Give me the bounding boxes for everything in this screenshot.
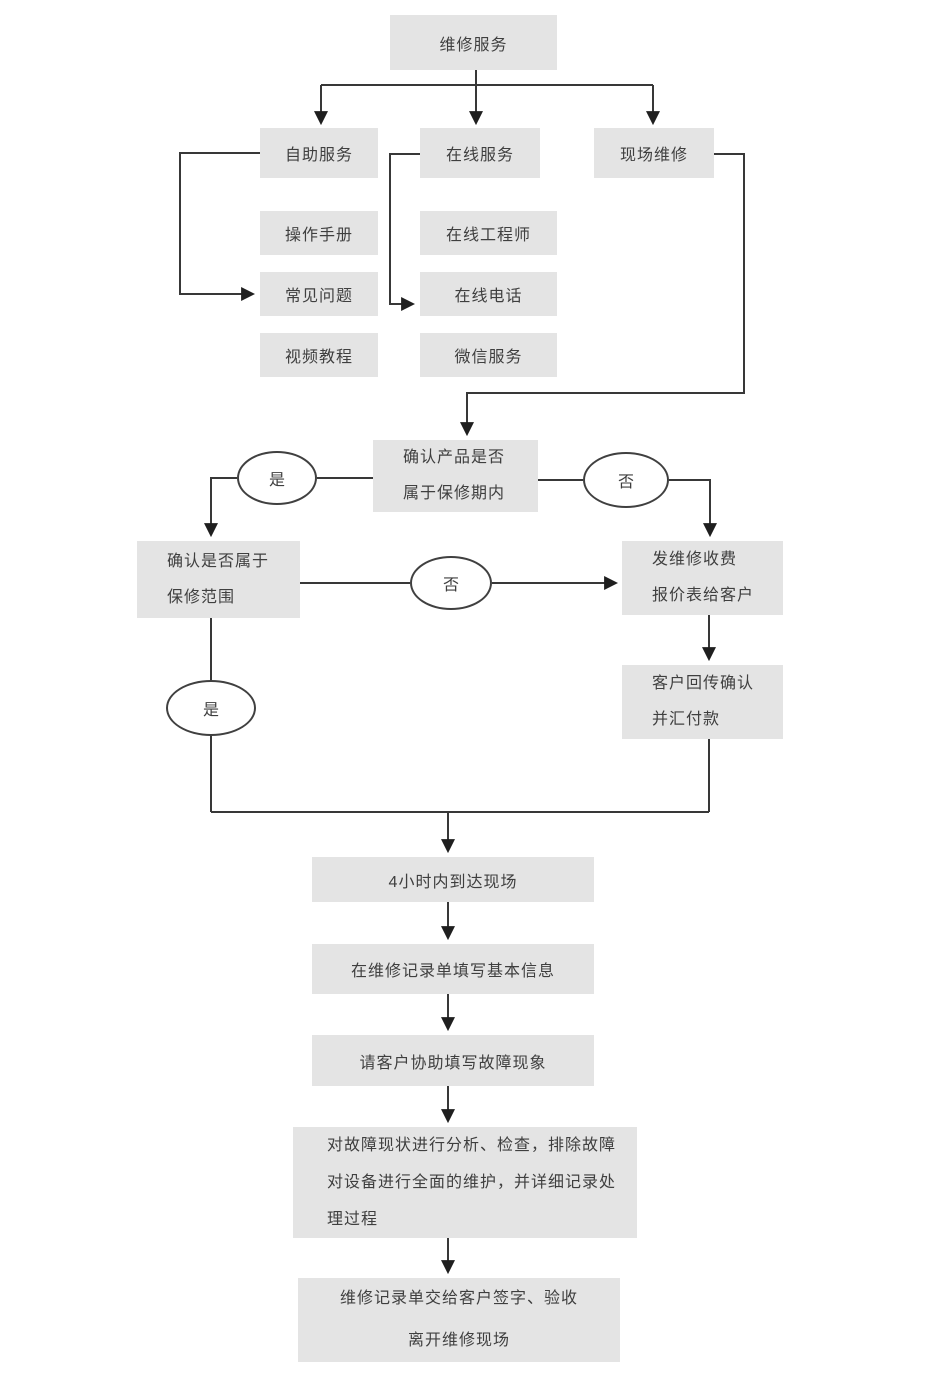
node-confirm-warranty-period: 确认产品是否 属于保修期内 [373, 440, 538, 512]
node-line: 确认是否属于 [167, 552, 270, 570]
decision-yes-2: 是 [166, 680, 256, 736]
node-line: 并汇付款 [652, 711, 721, 728]
node-line: 维修记录单交给客户签字、验收 [339, 1290, 578, 1307]
node-online-phone: 在线电话 [420, 272, 557, 316]
connector-yes1-to-confirm-scope [204, 477, 237, 538]
connector-online-service-to-phone [389, 153, 420, 311]
node-line: 确认产品是否 [403, 449, 506, 466]
decision-yes-1: 是 [237, 451, 317, 505]
connector-self-service-to-faq [179, 152, 260, 301]
decision-label: 否 [442, 577, 459, 594]
node-arrive-onsite: 4小时内到达现场 [312, 857, 594, 902]
node-signoff-and-leave: 维修记录单交给客户签字、验收 离开维修现场 [298, 1278, 620, 1362]
node-online-service: 在线服务 [420, 128, 540, 178]
node-line: 报价表给客户 [652, 587, 755, 604]
node-line: 发维修收费 [652, 551, 738, 568]
node-line: 离开维修现场 [407, 1332, 510, 1349]
connector-no1-to-quote [669, 479, 717, 538]
node-fill-basic-info: 在维修记录单填写基本信息 [312, 944, 594, 994]
node-customer-payment: 客户回传确认 并汇付款 [622, 665, 783, 739]
decision-label: 是 [202, 702, 219, 719]
node-line: 保修范围 [167, 588, 236, 606]
node-wechat-service: 微信服务 [420, 333, 557, 377]
node-line: 理过程 [327, 1211, 379, 1228]
node-operation-manual: 操作手册 [260, 211, 378, 255]
node-self-service: 自助服务 [260, 128, 378, 178]
node-send-quotation: 发维修收费 报价表给客户 [622, 541, 783, 615]
decision-label: 是 [268, 472, 285, 489]
node-video-tutorial: 视频教程 [260, 333, 378, 377]
node-online-engineer: 在线工程师 [420, 211, 557, 255]
node-line: 属于保修期内 [403, 485, 506, 502]
connector-onsite-repair-to-confirm-period [460, 153, 745, 437]
node-line: 客户回传确认 [652, 675, 755, 692]
decision-no-2: 否 [410, 556, 492, 610]
node-line: 对设备进行全面的维护，并详细记录处 [327, 1174, 617, 1191]
decision-no-1: 否 [583, 452, 669, 508]
node-line: 对故障现状进行分析、检查，排除故障 [327, 1137, 617, 1154]
node-onsite-repair: 现场维修 [594, 128, 714, 178]
node-faq: 常见问题 [260, 272, 378, 316]
node-confirm-warranty-scope: 确认是否属于 保修范围 [137, 541, 300, 618]
node-customer-fill-fault: 请客户协助填写故障现象 [312, 1035, 594, 1086]
node-analyze-and-maintain: 对故障现状进行分析、检查，排除故障 对设备进行全面的维护，并详细记录处 理过程 [293, 1127, 637, 1238]
node-repair-service: 维修服务 [390, 15, 557, 70]
decision-label: 否 [617, 474, 634, 491]
